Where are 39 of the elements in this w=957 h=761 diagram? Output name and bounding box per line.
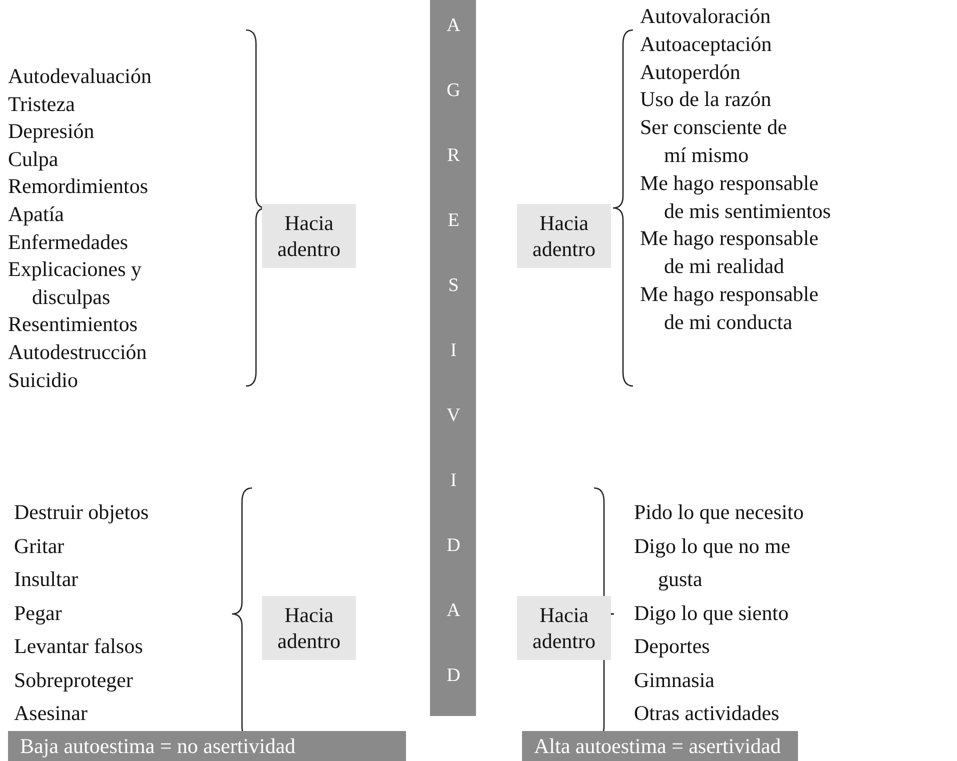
list-item: Me hago responsable de mi conducta [640, 281, 818, 336]
category-box: Hacia adentro [517, 596, 611, 660]
list-item: Enfermedades [8, 228, 128, 256]
list-item: Otras actividades [634, 700, 780, 727]
list-item: Digo lo que no me gusta [634, 532, 790, 593]
list-item: Pegar [14, 600, 62, 626]
list-item: Insultar [14, 566, 78, 593]
list-item: Ser consciente de mí mismo [640, 114, 787, 169]
list-item: Destruir objetos [14, 499, 149, 526]
list-item: Culpa [8, 146, 58, 173]
list-item: Autodevaluación [8, 63, 152, 90]
list-item: Autodestrucción [8, 339, 147, 366]
list-item: Autovaloración [640, 3, 771, 30]
list-item: Remordimientos [8, 173, 148, 200]
list-item: Tristeza [8, 90, 75, 118]
list-item: Explicaciones y disculpas [8, 256, 142, 311]
category-box: Hacia adentro [262, 204, 356, 268]
vertical-title-bar: AGRESIVIDAD [430, 0, 476, 716]
list-item: Gritar [14, 532, 64, 560]
list-item: Depresión [8, 118, 94, 146]
list-item: Autoaceptación [640, 30, 772, 58]
summary-band: Alta autoestima = asertividad [522, 731, 798, 761]
list-item: Pido lo que necesito [634, 499, 804, 526]
list-item: Me hago responsable de mis sentimientos [640, 170, 831, 225]
list-item: Uso de la razón [640, 86, 772, 114]
list-item: Digo lo que siento [634, 600, 789, 626]
list-item: Suicidio [8, 366, 78, 394]
category-box: Hacia adentro [517, 204, 611, 268]
category-box: Hacia adentro [262, 596, 356, 660]
list-item: Apatía [8, 201, 64, 228]
list-item: Asesinar [14, 700, 88, 727]
list-item: Deportes [634, 633, 710, 660]
list-item: Resentimientos [8, 311, 138, 338]
list-item: Sobreproteger [14, 666, 133, 694]
list-item: Levantar falsos [14, 633, 143, 660]
list-item: Gimnasia [634, 666, 714, 694]
list-item: Autoperdón [640, 58, 740, 86]
summary-band: Baja autoestima = no asertividad [8, 731, 406, 761]
list-item: Me hago responsable de mi realidad [640, 225, 818, 280]
